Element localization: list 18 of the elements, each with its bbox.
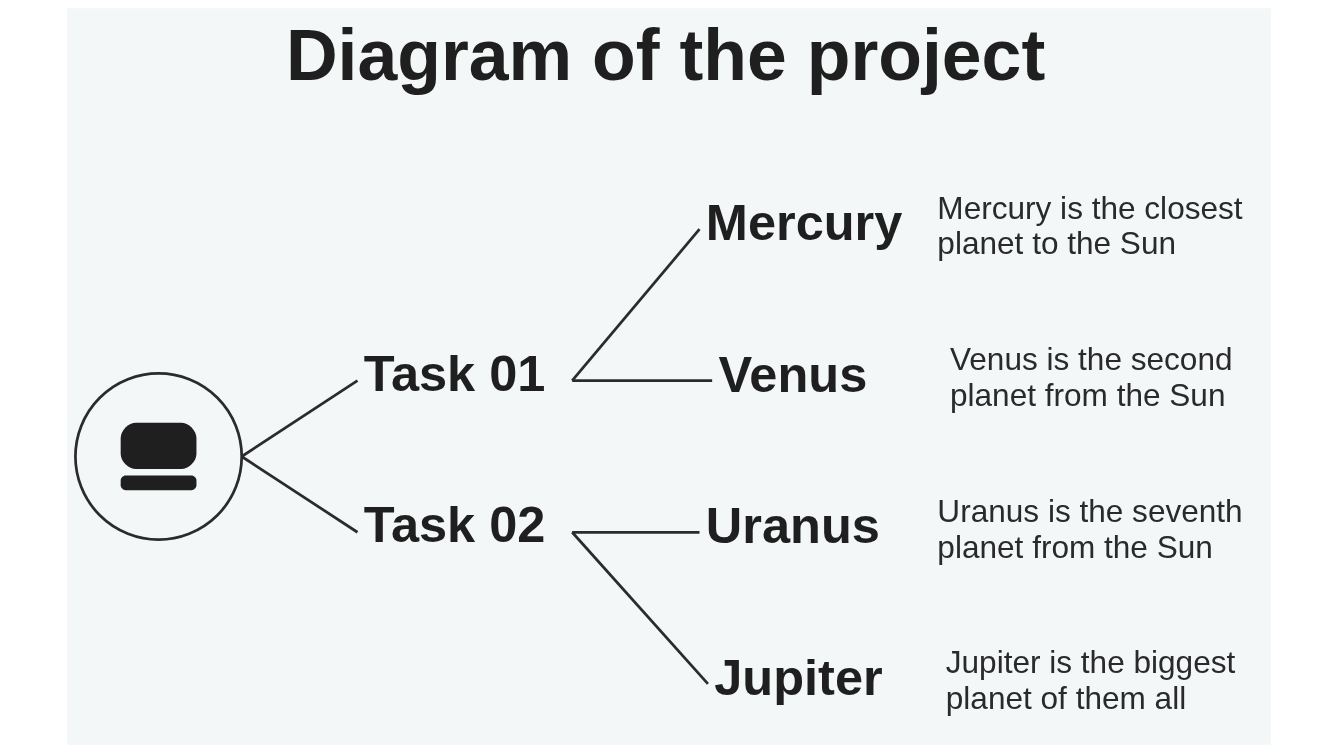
connector [572,379,713,383]
diagram-title: Diagram of the project [285,15,1046,96]
node-text: Mercury [705,194,903,252]
node-text: Task 02 [363,496,546,554]
node-label: Uranus is the seventh planet from the Sun [937,492,1243,565]
node-circle [74,371,244,541]
node-text: Jupiter [714,648,883,706]
node-label: Jupiter is the biggest planet of them all [945,644,1236,717]
connector [571,531,709,685]
node-label: Mercury is the closest planet to the Sun [937,189,1243,262]
connector [240,455,359,534]
connector [572,530,700,534]
node-text: Venus [718,345,868,403]
node-text: Task 01 [363,344,546,402]
connector [240,379,359,458]
connector [571,228,701,382]
node-text: Uranus [705,497,880,555]
node-label: Venus is the second planet from the Sun [950,341,1233,413]
